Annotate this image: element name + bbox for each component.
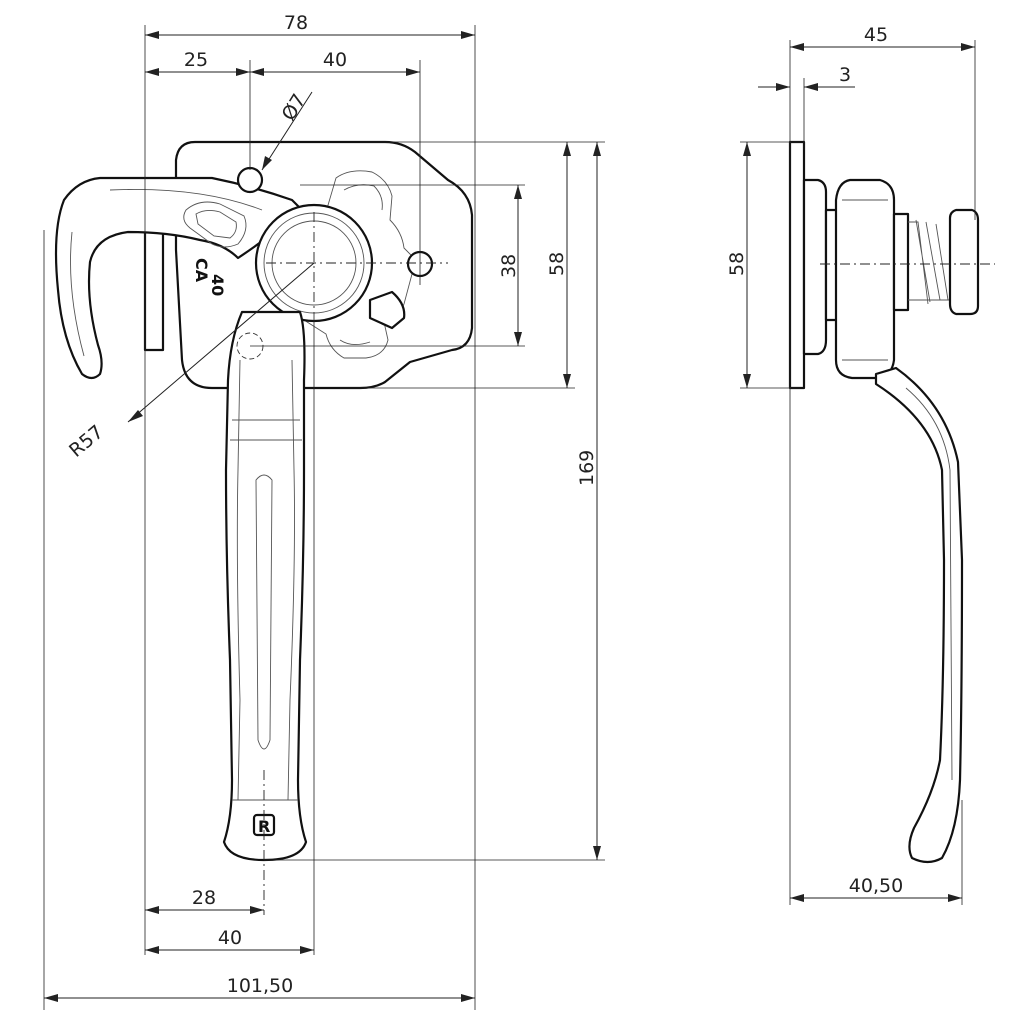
dim-overall-width: 101,50 bbox=[227, 975, 293, 997]
dim-mount-hole-spacing: 38 bbox=[498, 254, 520, 278]
dim-plate-thickness: 3 bbox=[839, 64, 851, 86]
hook-slot-inner bbox=[195, 209, 237, 239]
side-bracket bbox=[143, 226, 165, 352]
handle-groove bbox=[255, 474, 273, 750]
side-knob bbox=[834, 178, 896, 380]
side-flange bbox=[802, 178, 828, 356]
side-handle bbox=[874, 366, 964, 864]
dim-lines bbox=[44, 34, 598, 999]
extension-lines bbox=[43, 25, 605, 1010]
dim-hole-diameter: Ø7 bbox=[278, 90, 311, 125]
front-view: CA 40 R 78 25 40 bbox=[43, 12, 605, 1010]
dim-handle-offset: 28 bbox=[192, 887, 216, 909]
side-extension-lines bbox=[740, 40, 976, 905]
dim-overall-top-width: 78 bbox=[284, 12, 308, 34]
dim-overall-height: 169 bbox=[576, 450, 598, 486]
dim-hook-to-hole: 25 bbox=[184, 49, 208, 71]
latch-tab bbox=[368, 290, 406, 330]
dim-hole-spacing: 40 bbox=[323, 49, 347, 71]
side-dim-arrows bbox=[743, 43, 975, 902]
side-view: 45 3 58 40,50 bbox=[726, 24, 995, 905]
spring-coils bbox=[908, 219, 952, 305]
side-end-cap bbox=[948, 208, 980, 316]
hook-inner-line bbox=[70, 188, 263, 357]
cam-star-inner bbox=[339, 184, 383, 345]
dim-hook-radius: R57 bbox=[65, 421, 108, 462]
dim-handle-depth: 40,50 bbox=[849, 875, 903, 897]
stamp-line-1: CA bbox=[192, 258, 211, 283]
side-spring bbox=[892, 212, 910, 312]
handle-edge-right bbox=[287, 359, 295, 801]
dim-overall-depth: 45 bbox=[864, 24, 888, 46]
hook-slot bbox=[183, 201, 247, 248]
mount-hole-top bbox=[236, 166, 264, 194]
side-handle-detail bbox=[905, 387, 953, 781]
stamp-line-2: 40 bbox=[208, 274, 227, 296]
side-base-plate bbox=[788, 140, 806, 390]
dim-plate-height: 58 bbox=[546, 252, 568, 276]
handle-edge-left bbox=[236, 359, 241, 801]
dim-arrows bbox=[44, 31, 601, 1002]
dim-handle-width: 40 bbox=[218, 927, 242, 949]
handle-collar bbox=[230, 419, 302, 801]
dim-side-plate-height: 58 bbox=[726, 252, 748, 276]
side-knob-lines bbox=[842, 199, 888, 361]
logo-letter: R bbox=[258, 817, 270, 836]
side-dim-lines bbox=[746, 46, 975, 899]
